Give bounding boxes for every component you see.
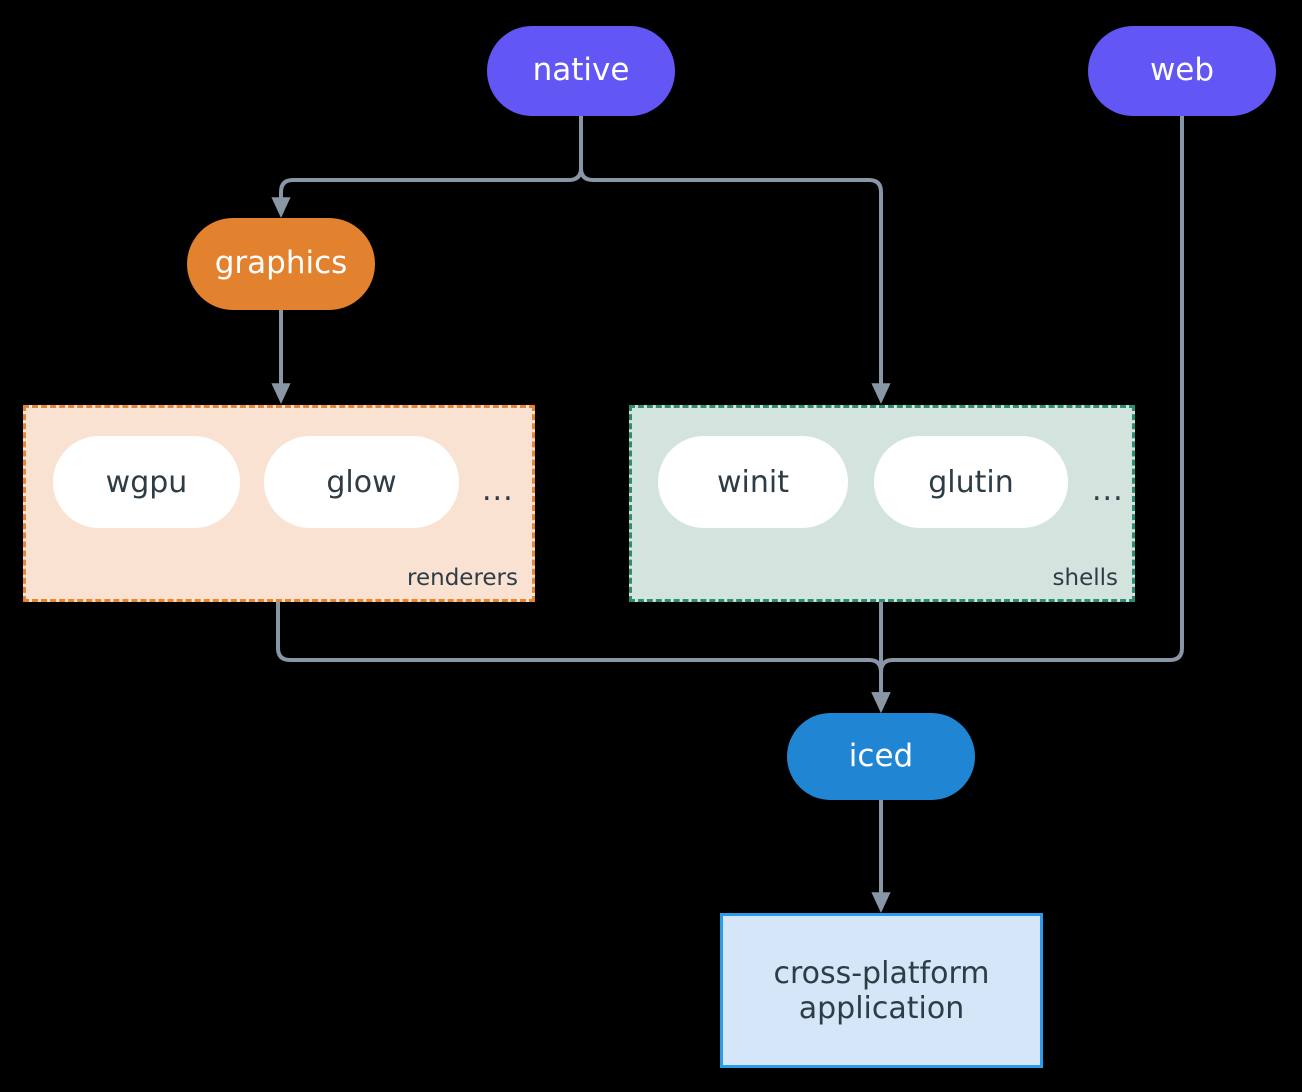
- renderers-overflow-ellipsis: ...: [482, 473, 514, 508]
- node-wgpu-label: wgpu: [105, 464, 188, 500]
- cluster-shells: winit glutin ... shells: [629, 405, 1135, 602]
- edge-native-to-shells: [579, 114, 891, 404]
- node-web-label: web: [1149, 52, 1215, 89]
- node-graphics[interactable]: graphics: [187, 218, 375, 310]
- node-glow[interactable]: glow: [264, 436, 459, 528]
- node-glow-label: glow: [326, 464, 397, 500]
- node-native-label: native: [532, 52, 630, 89]
- edge-renderers-to-iced: [276, 602, 891, 713]
- cluster-renderers-label: renderers: [407, 565, 518, 591]
- node-application-text: cross-platform application: [773, 956, 989, 1026]
- cluster-shells-label: shells: [1052, 565, 1118, 591]
- node-winit[interactable]: winit: [658, 436, 848, 528]
- node-graphics-label: graphics: [214, 245, 348, 282]
- node-native[interactable]: native: [487, 26, 675, 116]
- node-web[interactable]: web: [1088, 26, 1276, 116]
- node-application[interactable]: cross-platform application: [720, 913, 1043, 1068]
- node-wgpu[interactable]: wgpu: [53, 436, 240, 528]
- shells-overflow-ellipsis: ...: [1092, 473, 1124, 508]
- application-line-1: cross-platform: [773, 955, 990, 991]
- node-winit-label: winit: [717, 464, 789, 500]
- node-iced-label: iced: [848, 737, 914, 774]
- node-iced[interactable]: iced: [787, 713, 975, 800]
- node-glutin-label: glutin: [928, 464, 1014, 500]
- cluster-renderers: wgpu glow ... renderers: [23, 405, 535, 602]
- node-glutin[interactable]: glutin: [874, 436, 1068, 528]
- application-line-2: application: [798, 990, 965, 1026]
- edge-native-to-graphics: [271, 114, 583, 218]
